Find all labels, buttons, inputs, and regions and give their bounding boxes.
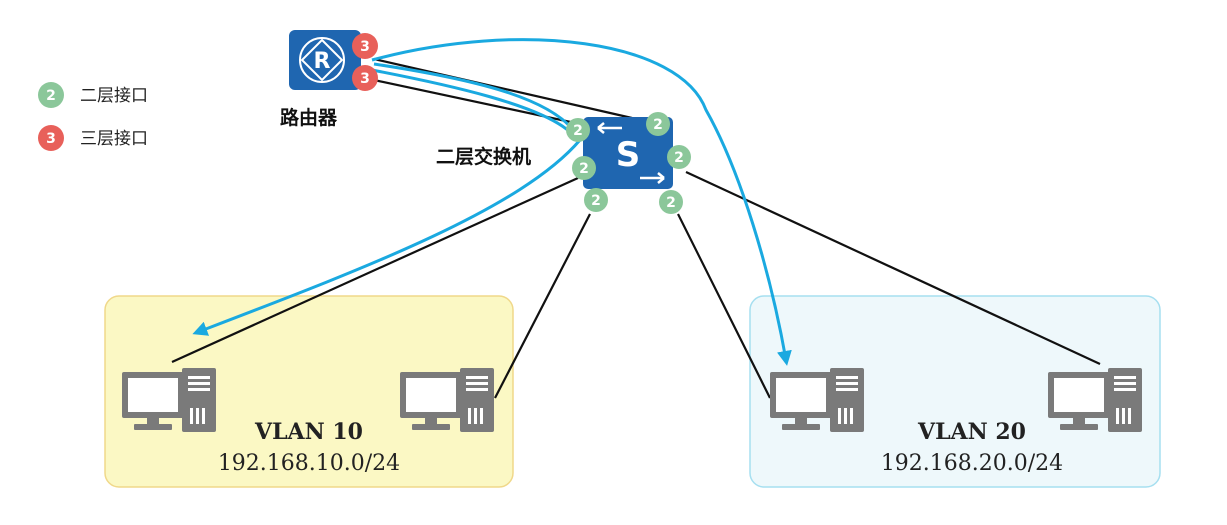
switch-letter: S [616,135,641,175]
router-port-top: 3 [352,33,378,59]
legend-l2: 2 二层接口 [38,82,148,108]
badge-label: 2 [674,150,684,166]
switch[interactable]: S 2 2 2 2 2 2 二层交换机 [436,112,691,214]
links [171,57,1101,399]
link-switch-pc1 [171,176,579,364]
badge-label: 2 [666,195,676,211]
flow-arrow-return-router [371,68,572,134]
vlan20-subnet: 192.168.20.0/24 [881,451,1063,476]
flow-arrow-to-vlan20 [371,38,792,366]
badge-label: 2 [579,161,589,177]
badge-label: 2 [573,123,583,139]
badge-label: 2 [653,117,663,133]
router-icon: R [299,37,345,83]
switch-port-4: 2 [667,145,691,169]
switch-port-2: 2 [646,112,670,136]
switch-port-3: 2 [572,156,596,180]
switch-label: 二层交换机 [436,145,531,168]
vlan20-name: VLAN 20 [917,419,1026,445]
switch-port-6: 2 [659,190,683,214]
vlan10-subnet: 192.168.10.0/24 [218,451,400,476]
router-letter: R [314,49,331,74]
link-switch-pc4 [685,171,1101,365]
link-router-switch-1 [373,57,633,120]
router-label: 路由器 [280,106,338,129]
legend: 2 二层接口 3 三层接口 [38,82,148,151]
badge-label: 3 [360,39,370,55]
switch-body [583,117,673,189]
switch-icon: S [597,122,665,184]
vlan10-name: VLAN 10 [254,419,363,445]
switch-port-5: 2 [584,188,608,212]
badge-label: 2 [591,193,601,209]
link-switch-pc2 [494,213,591,399]
switch-port-1: 2 [566,118,590,142]
link-switch-pc3 [677,213,771,399]
legend-l3-badge: 3 [46,131,56,147]
legend-l2-badge: 2 [46,88,56,104]
flow-arrows [192,38,792,366]
flow-arrow-to-vlan10 [192,62,582,336]
legend-l3-label: 三层接口 [80,129,148,149]
vlan10-zone [104,295,514,488]
router-port-bottom: 3 [352,65,378,91]
legend-l3: 3 三层接口 [38,125,148,151]
router[interactable]: R 3 3 路由器 [280,30,378,129]
badge-label: 3 [360,71,370,87]
legend-l2-label: 二层接口 [80,86,148,106]
